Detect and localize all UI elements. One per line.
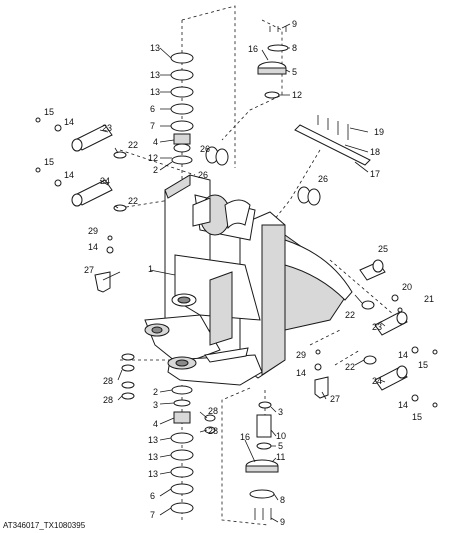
callout-22: 22 [128, 140, 138, 150]
callout-21: 21 [424, 294, 434, 304]
callout-14: 14 [64, 170, 74, 180]
callout-8: 8 [292, 43, 297, 53]
callout-29: 29 [88, 226, 98, 236]
callout-28: 28 [103, 395, 113, 405]
callout-28: 28 [103, 376, 113, 386]
callout-8: 8 [280, 495, 285, 505]
shims [205, 146, 321, 206]
callout-26: 26 [198, 170, 208, 180]
callouts: 13 13 13 6 7 4 12 2 26 26 9 8 16 5 12 15… [44, 19, 434, 527]
right-pins [359, 259, 408, 391]
callout-6: 6 [150, 491, 155, 501]
figure-code: AT346017_TX1080395 [3, 521, 86, 530]
main-frame [144, 174, 353, 386]
callout-14: 14 [398, 350, 408, 360]
callout-28: 28 [208, 426, 218, 436]
callout-19: 19 [374, 127, 384, 137]
callout-25: 25 [378, 244, 388, 254]
callout-29: 29 [296, 350, 306, 360]
upper-cap-assembly [257, 26, 289, 99]
callout-12: 12 [148, 153, 158, 163]
washers-28 [121, 353, 216, 434]
callout-10: 10 [276, 431, 286, 441]
callout-13: 13 [148, 452, 158, 462]
callout-5: 5 [292, 67, 297, 77]
callout-7: 7 [150, 121, 155, 131]
callout-27: 27 [330, 394, 340, 404]
callout-16: 16 [240, 432, 250, 442]
callout-24: 24 [100, 176, 110, 186]
callout-7: 7 [150, 510, 155, 520]
callout-9: 9 [292, 19, 297, 29]
callout-15: 15 [418, 360, 428, 370]
callout-26: 26 [318, 174, 328, 184]
callout-22: 22 [345, 310, 355, 320]
callout-2: 2 [153, 387, 158, 397]
lower-pivot-stack [170, 385, 194, 514]
brackets [94, 271, 329, 399]
callout-13: 13 [148, 435, 158, 445]
callout-14: 14 [64, 117, 74, 127]
callout-27: 27 [84, 265, 94, 275]
left-pins [71, 124, 127, 212]
callout-15: 15 [44, 157, 54, 167]
callout-3: 3 [153, 400, 158, 410]
callout-5: 5 [278, 441, 283, 451]
callout-1: 1 [148, 264, 153, 274]
callout-15: 15 [44, 107, 54, 117]
callout-14: 14 [296, 368, 306, 378]
callout-16: 16 [248, 44, 258, 54]
callout-11: 11 [276, 452, 285, 462]
rail-assembly [294, 115, 371, 166]
callout-15: 15 [412, 412, 422, 422]
callout-3: 3 [278, 407, 283, 417]
callout-20: 20 [402, 282, 412, 292]
callout-24: 24 [372, 376, 382, 386]
callout-22: 22 [128, 196, 138, 206]
callout-23: 23 [102, 123, 112, 133]
callout-13: 13 [150, 70, 160, 80]
callout-12: 12 [292, 90, 302, 100]
callout-9: 9 [280, 517, 285, 527]
callout-13: 13 [150, 43, 160, 53]
callout-18: 18 [370, 147, 380, 157]
callout-6: 6 [150, 104, 155, 114]
callout-13: 13 [148, 469, 158, 479]
callout-17: 17 [370, 169, 380, 179]
callout-13: 13 [150, 87, 160, 97]
callout-22: 22 [345, 362, 355, 372]
callout-2: 2 [153, 165, 158, 175]
callout-14: 14 [398, 400, 408, 410]
callout-14: 14 [88, 242, 98, 252]
callout-4: 4 [153, 137, 158, 147]
leader-lines [99, 23, 386, 523]
callout-23: 23 [372, 322, 382, 332]
callout-28: 28 [208, 406, 218, 416]
callout-26: 26 [200, 144, 210, 154]
small-fasteners [35, 117, 438, 408]
callout-4: 4 [153, 419, 158, 429]
lower-cap-assembly [245, 401, 279, 520]
upper-pivot-stack [170, 52, 194, 165]
